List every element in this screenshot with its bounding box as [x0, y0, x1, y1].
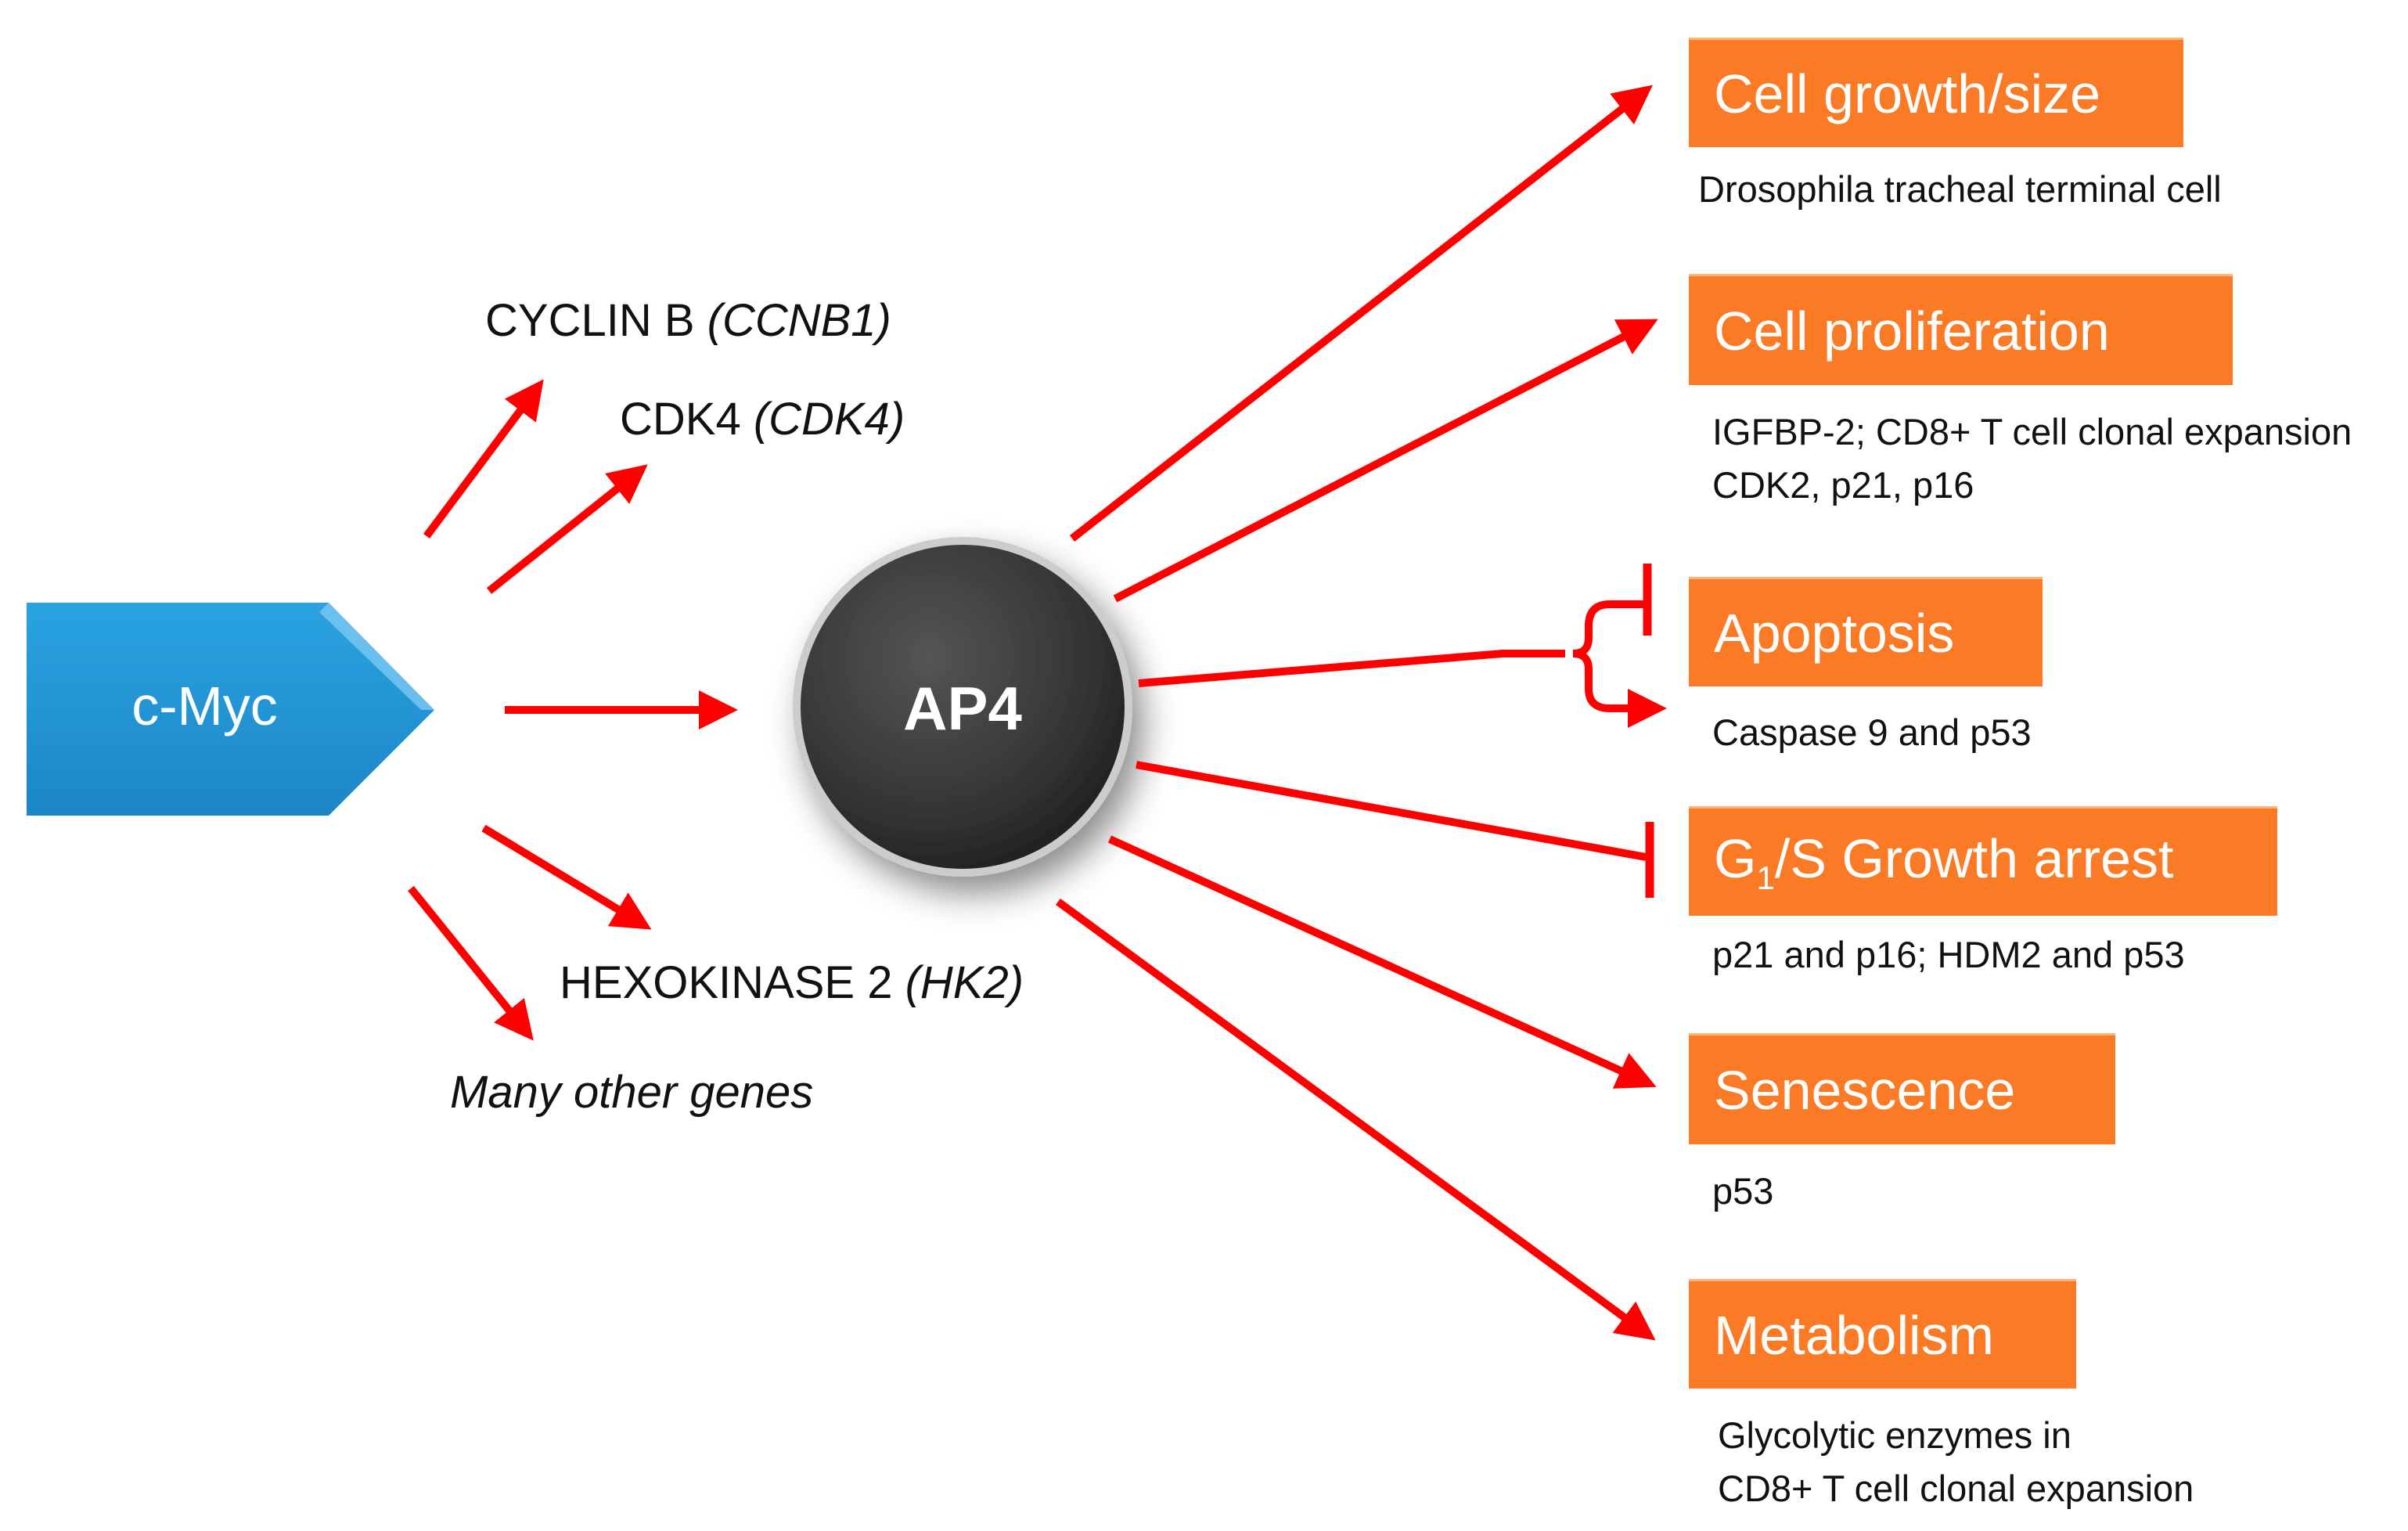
outcome-label: Cell proliferation — [1714, 300, 2110, 362]
gene-hexokinase-2: HEXOKINASE 2 (HK2) — [560, 956, 1024, 1009]
outcome-senescence: Senescence — [1689, 1033, 2115, 1144]
apoptosis-connector — [1138, 564, 1667, 728]
arrow-to-cyclin-b — [423, 379, 544, 539]
detail-line: CDK2, p21, p16 — [1712, 464, 1974, 506]
outcome-label: G1/S Growth arrest — [1714, 827, 2173, 897]
detail-line: Caspase 9 and p53 — [1712, 711, 2032, 753]
gene-cyclin-b: CYCLIN B (CCNB1) — [485, 294, 891, 347]
c-myc-bevel-icon — [319, 603, 434, 710]
outcome-label: Senescence — [1714, 1059, 2016, 1121]
gene-name: HEXOKINASE 2 — [560, 957, 905, 1008]
detail-line: Drosophila tracheal terminal cell — [1698, 168, 2222, 210]
gene-symbol: (CDK4) — [753, 394, 905, 445]
label-prefix: G — [1714, 828, 1757, 889]
label-subscript: 1 — [1756, 859, 1775, 896]
arrow-to-cell-growth — [1069, 85, 1653, 542]
arrow-to-senescence — [1107, 835, 1657, 1089]
detail-line: p21 and p16; HDM2 and p53 — [1712, 934, 2185, 975]
arrow-to-metabolism — [1056, 898, 1656, 1341]
label-suffix: /S Growth arrest — [1774, 828, 2174, 889]
other-genes-label: Many other genes — [450, 1067, 814, 1118]
arrow-to-cdk4 — [486, 464, 648, 594]
ap4-circle — [793, 537, 1132, 877]
detail-cell-proliferation: IGFBP-2; CD8+ T cell clonal expansion CD… — [1712, 405, 2352, 512]
outcome-label: Metabolism — [1714, 1304, 1994, 1366]
c-myc-shape — [27, 603, 434, 816]
outcome-growth-arrest: G1/S Growth arrest — [1689, 806, 2277, 916]
detail-line: IGFBP-2; CD8+ T cell clonal expansion — [1712, 411, 2352, 452]
detail-line: p53 — [1712, 1170, 1774, 1212]
c-myc-label: c-Myc — [131, 675, 278, 737]
outcome-cell-growth: Cell growth/size — [1689, 38, 2183, 147]
outcome-label: Cell growth/size — [1714, 63, 2101, 124]
gene-name: CDK4 — [620, 394, 754, 445]
arrow-to-hexokinase — [481, 824, 652, 930]
gene-symbol: (CCNB1) — [707, 295, 891, 346]
gene-name: CYCLIN B — [485, 295, 707, 346]
detail-growth-arrest: p21 and p16; HDM2 and p53 — [1712, 928, 2185, 982]
outcome-label: Apoptosis — [1714, 602, 1955, 664]
detail-apoptosis: Caspase 9 and p53 — [1712, 706, 2032, 759]
outcome-cell-proliferation: Cell proliferation — [1689, 274, 2233, 385]
arrow-to-other-genes — [408, 885, 534, 1041]
detail-line: CD8+ T cell clonal expansion — [1718, 1468, 2194, 1509]
gene-symbol: (HK2) — [905, 957, 1024, 1008]
inhibit-to-growth-arrest — [1136, 761, 1654, 898]
outcome-apoptosis: Apoptosis — [1689, 577, 2043, 686]
detail-cell-growth: Drosophila tracheal terminal cell — [1698, 163, 2222, 216]
outcome-metabolism: Metabolism — [1689, 1279, 2076, 1389]
detail-metabolism: Glycolytic enzymes in CD8+ T cell clonal… — [1718, 1409, 2194, 1515]
arrow-to-cell-proliferation — [1113, 319, 1658, 603]
detail-line: Glycolytic enzymes in — [1718, 1414, 2071, 1456]
detail-senescence: p53 — [1712, 1165, 1773, 1218]
ap4-label: AP4 — [903, 674, 1022, 743]
gene-cdk4: CDK4 (CDK4) — [620, 393, 905, 445]
